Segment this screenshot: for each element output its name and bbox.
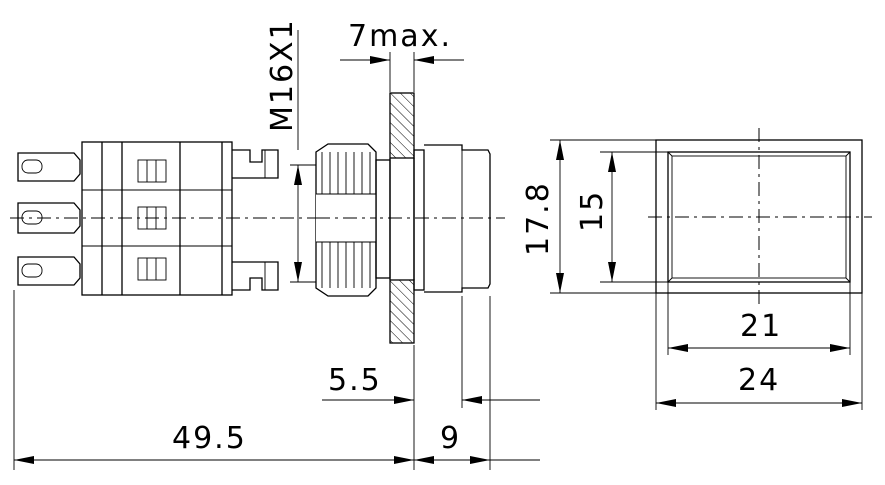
dim-24 (656, 399, 862, 407)
dim-21 (668, 344, 850, 352)
dim-5-5-label: 5.5 (328, 363, 382, 398)
dim-21-label: 21 (740, 309, 782, 344)
dim-15 (600, 151, 668, 283)
terminal-top (17, 152, 81, 182)
dim-49-5-label: 49.5 (172, 421, 247, 456)
dim-17-8-label: 17.8 (521, 181, 556, 256)
max-thickness-label: 7max. (348, 19, 452, 54)
dim-15-label: 15 (575, 190, 610, 232)
front-bezel (413, 144, 491, 293)
terminal-bottom (17, 256, 81, 286)
dim-24-label: 24 (738, 363, 780, 398)
dim-17-8 (550, 139, 656, 294)
switch-body (81, 141, 279, 296)
front-view: 17.8 15 21 24 (521, 128, 872, 410)
terminal-middle (17, 202, 81, 234)
dim-5-5 (322, 396, 540, 404)
dim-49-5 (14, 456, 414, 464)
dim-9-label: 9 (440, 421, 461, 456)
terminals (17, 152, 81, 286)
side-view: M16X1 (10, 18, 540, 470)
bushing (375, 159, 391, 279)
thread-label: M16X1 (265, 18, 300, 132)
dim-9 (414, 456, 540, 464)
knurled-nut (315, 143, 377, 297)
max-thickness-dimension (340, 52, 464, 92)
thread-dimension (290, 30, 316, 283)
mounting-panel (389, 92, 415, 344)
